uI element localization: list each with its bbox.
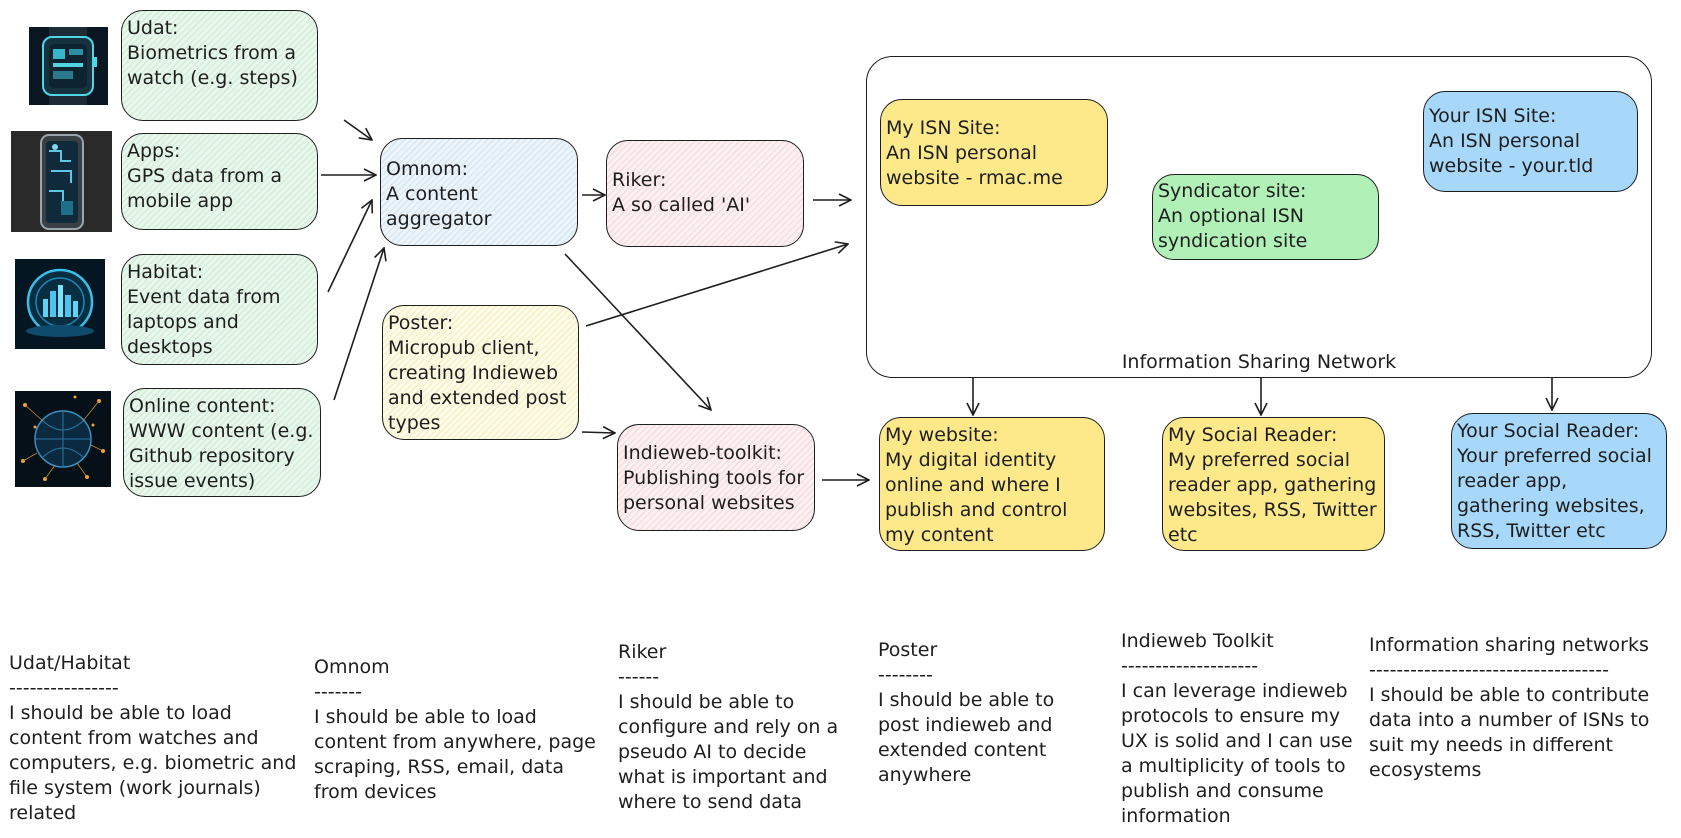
omnom-desc: A content aggregator — [386, 183, 492, 230]
my-website-desc: My digital identity online and where I p… — [885, 449, 1068, 546]
note-heading: Udat/Habitat — [9, 652, 131, 674]
globe-city-image — [15, 259, 105, 349]
my-social-reader-node[interactable]: My Social Reader: My preferred social re… — [1162, 417, 1385, 551]
arrow-udat-omnom — [343, 119, 372, 140]
syndicator-site-desc: An optional ISN syndication site — [1158, 205, 1308, 252]
note-text: I should be able to contribute data into… — [1369, 684, 1650, 781]
habitat-title: Habitat: — [127, 261, 204, 283]
syndicator-site-title: Syndicator site: — [1158, 180, 1307, 202]
indieweb-toolkit-title: Indieweb-toolkit: — [623, 442, 782, 464]
arrow-poster-isn — [585, 244, 848, 327]
note-rule: ---------------- — [9, 677, 119, 699]
habitat-desc: Event data from laptops and desktops — [127, 286, 281, 358]
note-riker: Riker ------ I should be able to configu… — [618, 640, 858, 815]
arrow-omnom-toolkit — [564, 253, 711, 410]
omnom-title: Omnom: — [386, 158, 469, 180]
indieweb-toolkit-node[interactable]: Indieweb-toolkit: Publishing tools for p… — [617, 424, 815, 531]
riker-title: Riker: — [612, 169, 667, 191]
isn-label: Information Sharing Network — [1121, 351, 1397, 373]
note-heading: Indieweb Toolkit — [1121, 630, 1274, 652]
my-website-node[interactable]: My website: My digital identity online a… — [879, 417, 1105, 551]
my-isn-site-desc: An ISN personal website - rmac.me — [886, 142, 1063, 189]
note-heading: Omnom — [314, 656, 390, 678]
your-social-reader-desc: Your preferred social reader app, gather… — [1457, 445, 1652, 542]
udat-node[interactable]: Udat: Biometrics from a watch (e.g. step… — [121, 10, 318, 121]
my-isn-site-node[interactable]: My ISN Site: An ISN personal website - r… — [880, 99, 1108, 206]
poster-title: Poster: — [388, 312, 454, 334]
online-content-title: Online content: — [129, 395, 276, 417]
apps-node[interactable]: Apps: GPS data from a mobile app — [121, 133, 318, 230]
arrow-online-omnom — [333, 248, 384, 401]
riker-desc: A so called 'AI' — [612, 194, 751, 216]
my-website-title: My website: — [885, 424, 999, 446]
indieweb-toolkit-desc: Publishing tools for personal websites — [623, 467, 805, 514]
note-text: I should be able to load content from wa… — [9, 702, 297, 824]
note-udat-habitat: Udat/Habitat ---------------- I should b… — [9, 651, 299, 826]
note-text: I can leverage indieweb protocols to ens… — [1121, 680, 1353, 827]
note-indieweb-toolkit: Indieweb Toolkit -------------------- I … — [1121, 629, 1361, 829]
online-content-desc: WWW content (e.g. Github repository issu… — [129, 420, 314, 492]
apps-desc: GPS data from a mobile app — [127, 165, 283, 212]
note-text: I should be able to load content from an… — [314, 706, 596, 803]
online-content-node[interactable]: Online content: WWW content (e.g. Github… — [123, 388, 321, 497]
note-rule: -------- — [878, 664, 933, 686]
your-isn-site-desc: An ISN personal website - your.tld — [1429, 130, 1594, 177]
my-social-reader-desc: My preferred social reader app, gatherin… — [1168, 449, 1377, 546]
my-social-reader-title: My Social Reader: — [1168, 424, 1338, 446]
note-rule: ------ — [618, 666, 660, 688]
note-rule: ----------------------------------- — [1369, 659, 1609, 681]
syndicator-site-node[interactable]: Syndicator site: An optional ISN syndica… — [1152, 174, 1379, 260]
note-heading: Information sharing networks — [1369, 634, 1649, 656]
udat-title: Udat: — [127, 17, 179, 39]
poster-node[interactable]: Poster: Micropub client, creating Indiew… — [382, 305, 579, 440]
note-poster: Poster -------- I should be able to post… — [878, 638, 1088, 788]
note-rule: -------------------- — [1121, 655, 1259, 677]
apps-title: Apps: — [127, 140, 181, 162]
your-social-reader-node[interactable]: Your Social Reader: Your preferred socia… — [1451, 413, 1667, 549]
your-isn-site-title: Your ISN Site: — [1429, 105, 1557, 127]
arrow-habitat-omnom — [327, 200, 372, 293]
your-isn-site-node[interactable]: Your ISN Site: An ISN personal website -… — [1423, 91, 1638, 192]
note-omnom: Omnom ------- I should be able to load c… — [314, 655, 604, 805]
note-heading: Poster — [878, 639, 938, 661]
note-text: I should be able to post indieweb and ex… — [878, 689, 1055, 786]
note-information-sharing-networks: Information sharing networks -----------… — [1369, 633, 1675, 783]
smartphone-image — [11, 131, 112, 232]
network-globe-image — [15, 391, 111, 487]
poster-desc: Micropub client, creating Indieweb and e… — [388, 337, 567, 434]
habitat-node[interactable]: Habitat: Event data from laptops and des… — [121, 254, 318, 365]
arrow-poster-toolkit — [581, 432, 615, 433]
riker-node[interactable]: Riker: A so called 'AI' — [606, 140, 804, 247]
udat-desc: Biometrics from a watch (e.g. steps) — [127, 42, 298, 89]
note-rule: ------- — [314, 681, 362, 703]
my-isn-site-title: My ISN Site: — [886, 117, 1001, 139]
note-heading: Riker — [618, 641, 667, 663]
smartwatch-image — [29, 27, 108, 105]
note-text: I should be able to configure and rely o… — [618, 691, 839, 813]
omnom-node[interactable]: Omnom: A content aggregator — [380, 138, 578, 246]
your-social-reader-title: Your Social Reader: — [1457, 420, 1640, 442]
